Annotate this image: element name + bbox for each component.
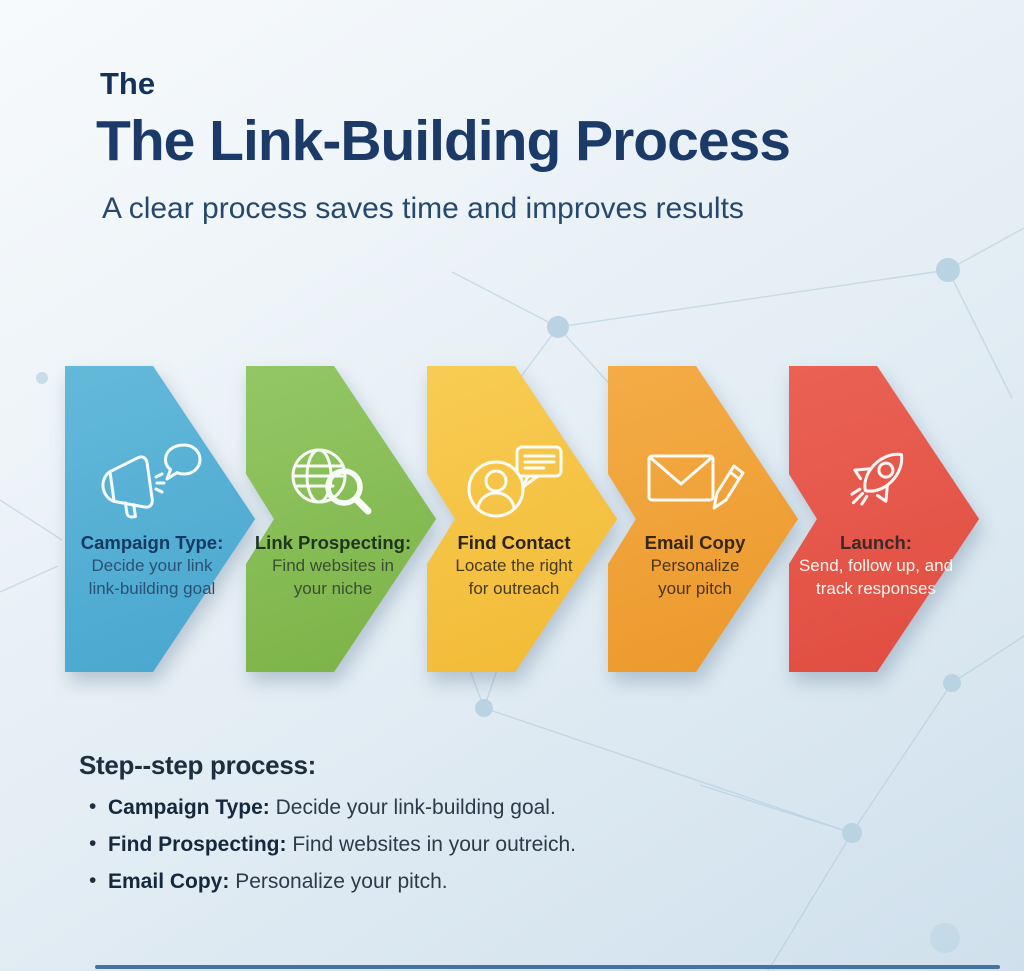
list-item: • Campaign Type: Decide your link-buildi… bbox=[89, 795, 556, 819]
page-title: The Link-Building Process bbox=[96, 109, 791, 173]
bottom-accent-bar bbox=[95, 965, 1000, 969]
step-description-line: your pitch bbox=[658, 578, 732, 598]
envelope-pencil-icon bbox=[612, 436, 778, 524]
bullet-icon: • bbox=[89, 832, 97, 855]
title-overline: The bbox=[100, 66, 156, 101]
contact-chat-icon bbox=[431, 436, 597, 524]
step-description-line: Locate the right bbox=[455, 556, 573, 575]
list-item: • Find Prospecting: Find websites in you… bbox=[89, 832, 576, 856]
step-description-line: track responses bbox=[816, 578, 936, 598]
rocket-icon bbox=[793, 436, 959, 524]
step-title: Campaign Type: bbox=[80, 532, 224, 553]
step-link-prospecting: Link Prospecting: Find websites in your … bbox=[246, 366, 440, 672]
bullet-icon: • bbox=[89, 869, 97, 892]
page-subtitle: A clear process saves time and improves … bbox=[102, 192, 744, 225]
step-description-line: Find websites in bbox=[272, 556, 394, 575]
step-title: Launch: bbox=[840, 532, 912, 553]
step-description-line: your niche bbox=[293, 578, 373, 598]
step-launch: Launch: Send, follow up, and track respo… bbox=[789, 366, 983, 672]
step-campaign-type: Campaign Type: Decide your link link-bui… bbox=[65, 366, 259, 672]
globe-search-icon bbox=[250, 436, 416, 524]
step-find-contact: Find Contact Locate the right for outrea… bbox=[427, 366, 621, 672]
step-description-line: Send, follow up, and bbox=[798, 556, 954, 575]
bullet-icon: • bbox=[89, 795, 97, 818]
list-item: • Email Copy: Personalize your pitch. bbox=[89, 869, 448, 893]
summary-heading: Step--step process: bbox=[79, 750, 317, 780]
step-title: Email Copy bbox=[644, 532, 746, 553]
step-description-line: Decide your link bbox=[91, 556, 213, 575]
step-description-line: link-building goal bbox=[88, 578, 216, 598]
summary-list: • Campaign Type: Decide your link-buildi… bbox=[79, 795, 576, 894]
step-description-line: Personalize bbox=[650, 556, 740, 575]
step-title: Link Prospecting: bbox=[254, 532, 412, 553]
step-description-line: for outreach bbox=[468, 578, 560, 598]
step-title: Find Contact bbox=[457, 532, 571, 553]
step-summary: Step--step process: • Campaign Type: Dec… bbox=[79, 750, 576, 907]
step-email-copy: Email Copy Personalize your pitch bbox=[608, 366, 802, 672]
megaphone-icon bbox=[69, 436, 235, 524]
